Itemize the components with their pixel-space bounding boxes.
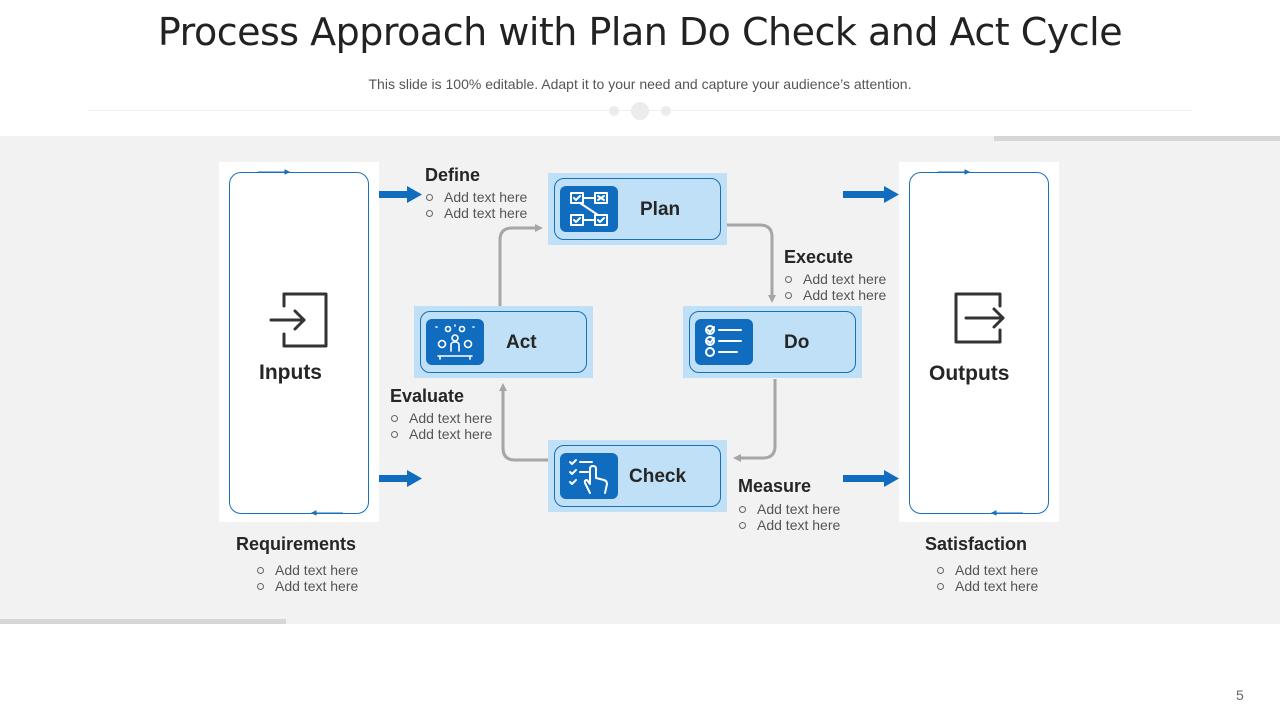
evaluate-bullet-1: Add text here — [390, 410, 493, 426]
output-flow-arrow-bottom — [843, 470, 899, 487]
connector-plan-to-do — [727, 223, 776, 303]
requirements-bullet-1: Add text here — [256, 562, 359, 578]
satisfaction-bullet-2: Add text here — [936, 578, 1039, 594]
act-label: Act — [506, 332, 537, 353]
requirements-bullet-2: Add text here — [256, 578, 359, 594]
connector-check-to-act — [499, 383, 548, 462]
inputs-label: Inputs — [259, 361, 322, 384]
evaluate-bullet-2: Add text here — [390, 426, 493, 442]
execute-bullet-2: Add text here — [784, 287, 887, 303]
input-flow-arrow-top — [379, 186, 422, 203]
do-label: Do — [784, 332, 810, 353]
check-label: Check — [629, 466, 687, 487]
measure-bullet-2: Add text here — [738, 517, 841, 533]
team-presentation-icon — [426, 319, 484, 365]
output-flow-arrow-top — [843, 186, 899, 203]
measure-heading: Measure — [738, 476, 812, 496]
check-node: Check — [548, 440, 727, 512]
satisfaction-heading: Satisfaction — [925, 534, 1028, 554]
define-heading: Define — [425, 165, 481, 185]
plan-label: Plan — [640, 199, 681, 220]
execute-bullet-1: Add text here — [784, 271, 887, 287]
execute-heading: Execute — [784, 247, 854, 267]
define-bullet-1: Add text here — [425, 189, 528, 205]
slide-title: Process Approach with Plan Do Check and … — [157, 10, 1123, 54]
page-number: 5 — [1236, 687, 1244, 703]
decor-dot-left — [609, 106, 619, 116]
band-accent-line-left — [0, 619, 286, 624]
do-node: Do — [683, 306, 862, 378]
measure-bullet-1: Add text here — [738, 501, 841, 517]
define-bullet-2: Add text here — [425, 205, 528, 221]
touch-checklist-icon — [560, 453, 618, 499]
plan-node: Plan — [548, 173, 727, 245]
outputs-label: Outputs — [929, 362, 1010, 385]
connector-do-to-check — [733, 379, 777, 462]
slide-subtitle: This slide is 100% editable. Adapt it to… — [368, 76, 912, 92]
decor-dot-right — [661, 106, 671, 116]
decor-dot-center — [631, 102, 649, 120]
evaluate-heading: Evaluate — [390, 386, 465, 406]
checklist-icon — [695, 319, 753, 365]
connector-act-to-plan — [498, 224, 543, 306]
act-node: Act — [414, 306, 593, 378]
requirements-heading: Requirements — [236, 534, 357, 554]
satisfaction-bullet-1: Add text here — [936, 562, 1039, 578]
flowchart-icon — [560, 186, 618, 232]
band-accent-line-right — [994, 136, 1280, 141]
input-flow-arrow-bottom — [379, 470, 422, 487]
